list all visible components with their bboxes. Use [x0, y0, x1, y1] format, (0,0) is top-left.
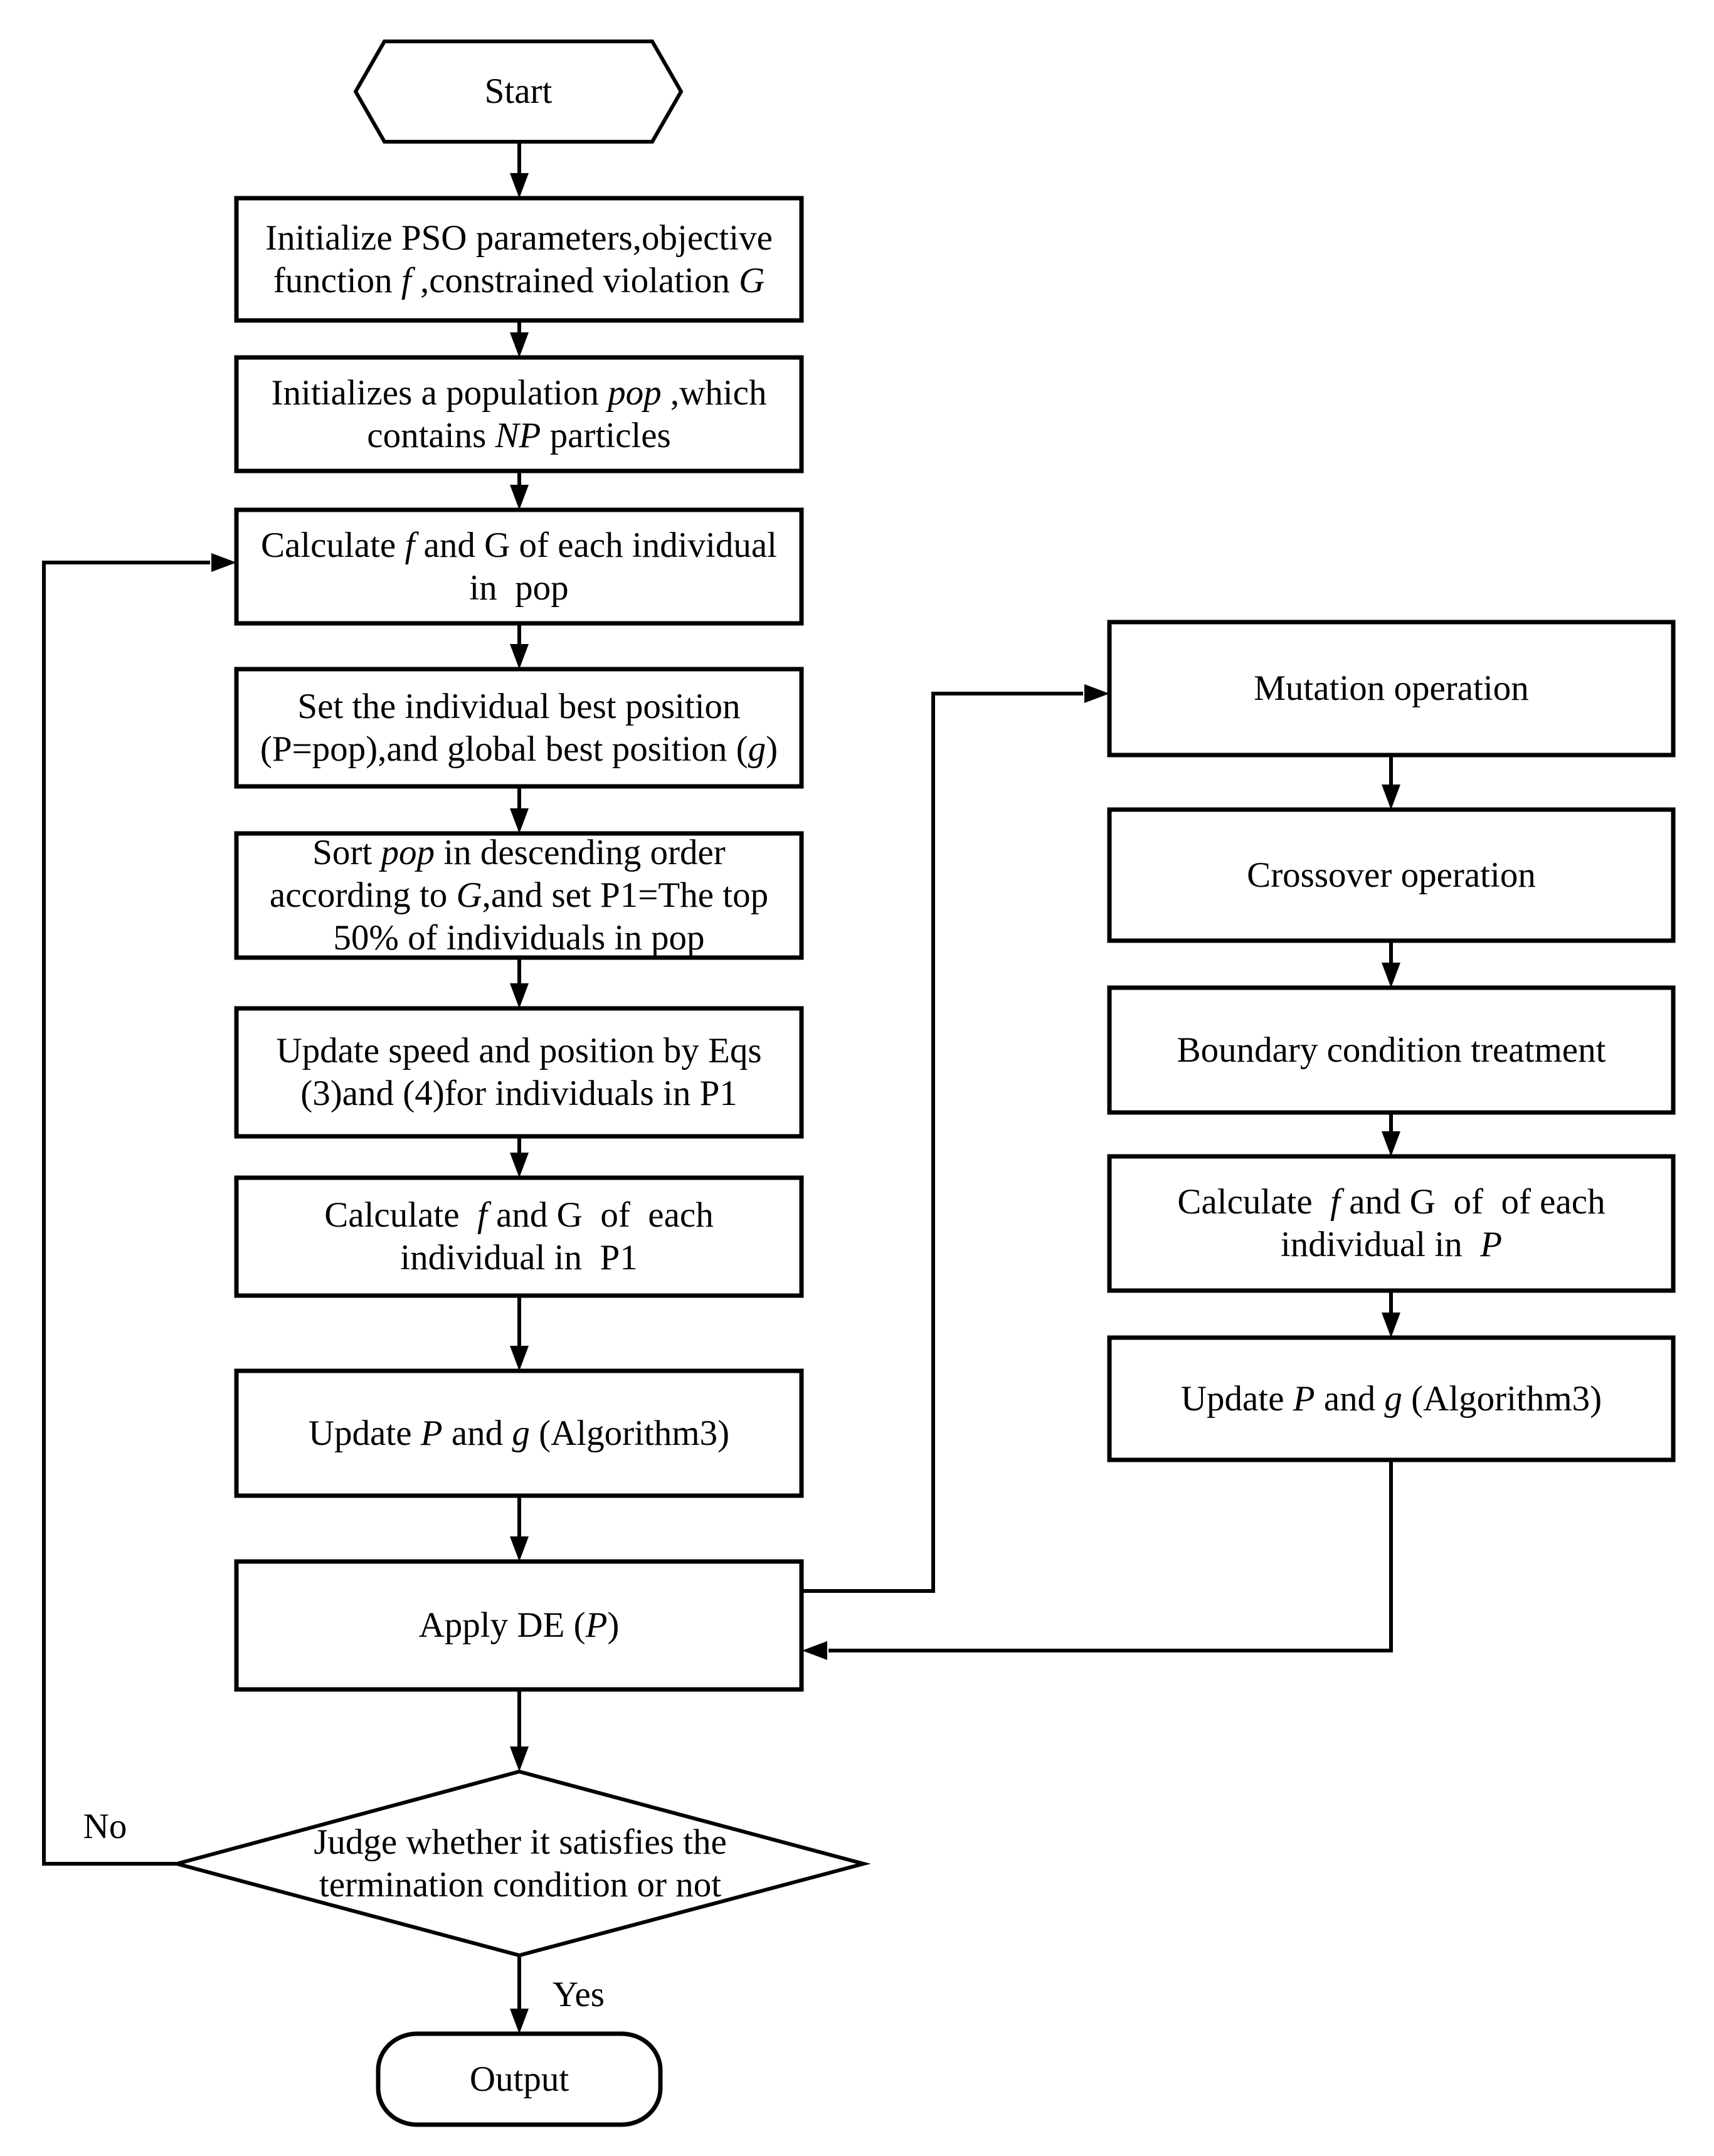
crossover-text: Crossover operation	[1247, 855, 1536, 895]
set-best-text: Set the individual best position(P=pop),…	[260, 686, 778, 769]
box-set-best	[234, 667, 804, 789]
box-calc-pop	[234, 507, 804, 626]
update-speed-text: Update speed and position by Eqs(3)and (…	[276, 1031, 762, 1113]
start-hexagon	[353, 40, 684, 144]
start-label: Start	[484, 71, 553, 111]
de-to-mutation-connector	[801, 684, 1109, 1593]
box-update-speed	[234, 1006, 804, 1139]
no-loop-connector	[42, 553, 236, 1866]
flow-arrows-right-column	[1382, 755, 1400, 1338]
box-crossover	[1107, 807, 1676, 943]
box-update-pg	[234, 1368, 804, 1498]
apply-de-text: Apply DE (P)	[418, 1605, 620, 1645]
mutation-text: Mutation operation	[1254, 668, 1529, 708]
de-return-connector	[802, 1460, 1393, 1660]
box-calc-p1	[234, 1175, 804, 1298]
no-label: No	[83, 1807, 127, 1846]
box-calc-p	[1107, 1154, 1676, 1293]
update-pg-text: Update P and g (Algorithm3)	[308, 1413, 730, 1453]
boundary-text: Boundary condition treatment	[1177, 1030, 1606, 1070]
box-update-pg2	[1107, 1335, 1676, 1462]
box-boundary	[1107, 985, 1676, 1115]
flow-arrows-left-column	[510, 142, 529, 2034]
output-label: Output	[469, 2059, 569, 2099]
box-apply-de	[234, 1559, 804, 1692]
update-pg2-text: Update P and g (Algorithm3)	[1180, 1378, 1602, 1419]
box-init-params	[234, 196, 804, 323]
yes-label: Yes	[553, 1975, 605, 2014]
box-sort-pop	[234, 831, 804, 960]
